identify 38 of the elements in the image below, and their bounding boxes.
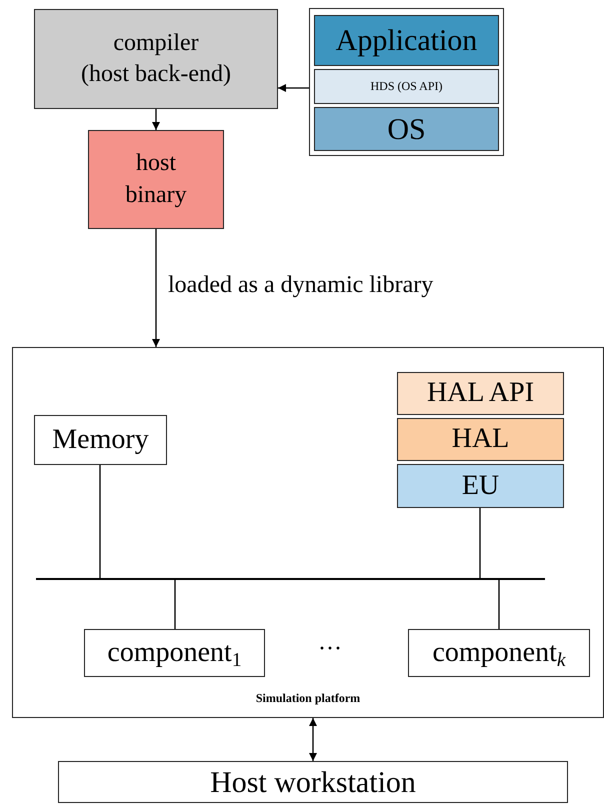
layer-box [314, 107, 499, 151]
box-label: component$_{k}$ [431, 636, 567, 672]
platform-frame [12, 347, 604, 718]
layer-box [397, 464, 564, 508]
arrow [278, 84, 309, 92]
box-label: compiler (host back-end) [80, 28, 232, 89]
box-label: HDS (OS API) [369, 78, 444, 94]
host-box [58, 761, 568, 803]
box-label: Memory [51, 422, 150, 457]
layer-box [314, 15, 499, 66]
arrow [152, 229, 160, 347]
box-label: OS [386, 112, 427, 148]
edge-label: loaded as a dynamic library [166, 272, 436, 299]
connector-line [174, 580, 176, 629]
box-label: HAL [450, 422, 510, 456]
box-label: Application [334, 23, 478, 59]
layer-box [397, 372, 564, 415]
connector-line [479, 508, 481, 578]
box-label: EU [460, 468, 500, 503]
component-box [408, 629, 590, 677]
box-label: Host workstation [209, 764, 417, 800]
frame-title: Simulation platform [256, 691, 360, 708]
connector-line [498, 580, 500, 629]
bus-line [36, 578, 545, 580]
memory-box [34, 415, 167, 465]
box-label: HAL API [426, 376, 536, 410]
box-label: component$_{1}$ [106, 636, 243, 672]
arrow [152, 109, 160, 130]
ellipsis-label: ··· [318, 636, 342, 663]
layer-box [397, 418, 564, 461]
process-box [88, 130, 224, 229]
component-box [84, 629, 265, 677]
process-box [34, 9, 278, 109]
arrow [309, 718, 317, 761]
connector-line [99, 465, 101, 578]
layer-box [314, 69, 499, 104]
stack-frame [309, 8, 504, 156]
box-label: host binary [124, 149, 188, 210]
